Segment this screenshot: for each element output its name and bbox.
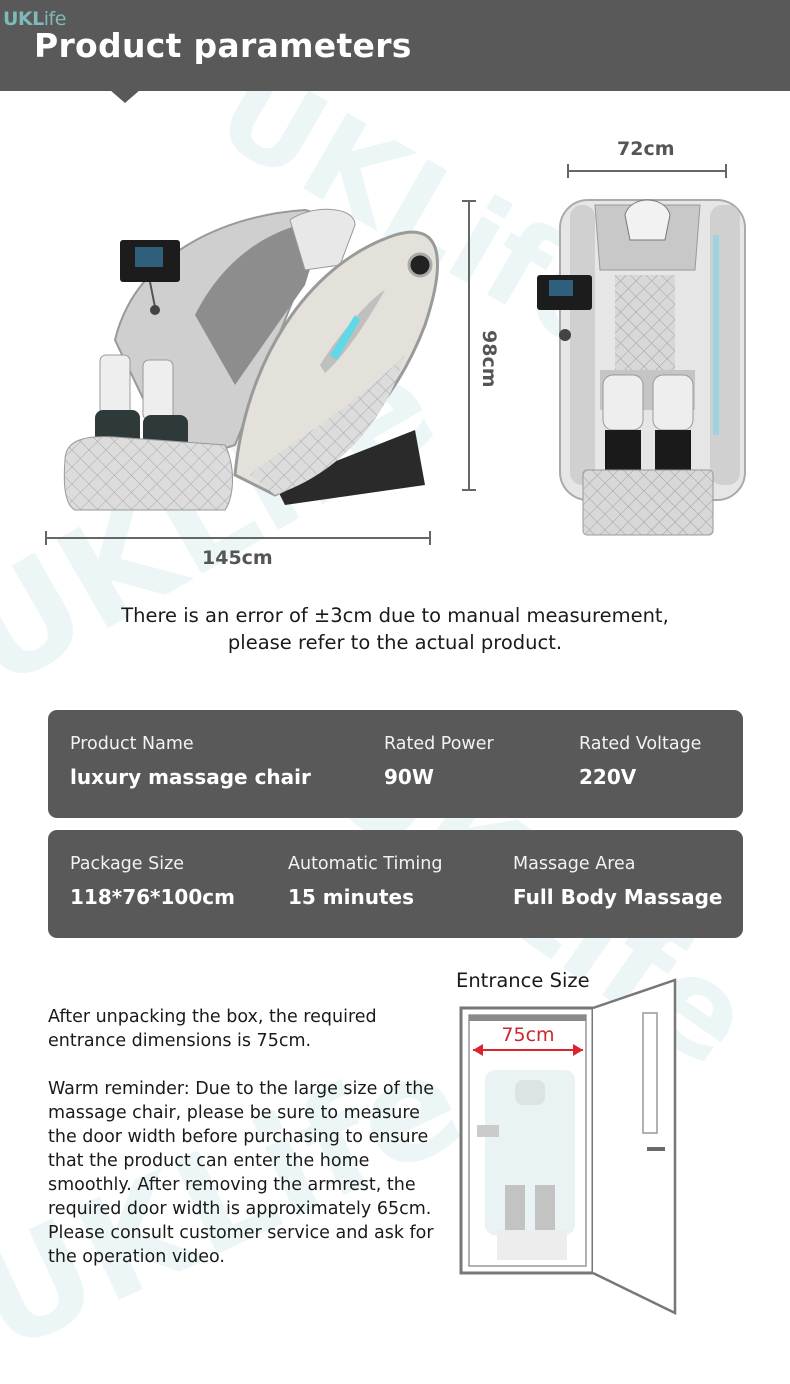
width-label: 72cm [617, 138, 675, 160]
spec-rated-power: Rated Power 90W [384, 734, 494, 789]
header-banner: UKLife Product parameters [0, 0, 790, 91]
page-title: Product parameters [34, 26, 412, 65]
spec-product-name: Product Name luxury massage chair [70, 734, 311, 789]
header-pointer-arrow [110, 90, 140, 103]
spec-massage-area: Massage Area Full Body Massage [513, 854, 723, 909]
width-tick-left [567, 164, 569, 178]
length-tick-left [45, 531, 47, 545]
height-label: 98cm [478, 330, 500, 388]
side-view-chair-image [63, 208, 439, 511]
width-tick-right [725, 164, 727, 178]
length-tick-right [429, 531, 431, 545]
entrance-size-title: Entrance Size [456, 969, 590, 992]
spec-card-1: Product Name luxury massage chair Rated … [48, 710, 743, 818]
entrance-width-label: 75cm [501, 1024, 554, 1046]
height-tick-bottom [462, 489, 476, 491]
front-view-chair-image [537, 199, 746, 536]
brand-logo: UKLife [3, 8, 66, 30]
spec-card-2: Package Size 118*76*100cm Automatic Timi… [48, 830, 743, 938]
measurement-note: There is an error of ±3cm due to manual … [121, 604, 669, 654]
width-dimension-line [568, 170, 727, 172]
length-dimension-line [46, 537, 431, 539]
height-tick-top [462, 200, 476, 202]
entrance-paragraph-2: Warm reminder: Due to the large size of … [48, 1079, 435, 1267]
spec-automatic-timing: Automatic Timing 15 minutes [288, 854, 443, 909]
spec-rated-voltage: Rated Voltage 220V [579, 734, 702, 789]
height-dimension-line [468, 201, 470, 490]
entrance-paragraph-1: After unpacking the box, the required en… [48, 1007, 377, 1051]
spec-package-size: Package Size 118*76*100cm [70, 854, 235, 909]
door-illustration: 75cm [459, 978, 677, 1315]
length-label: 145cm [202, 547, 273, 569]
